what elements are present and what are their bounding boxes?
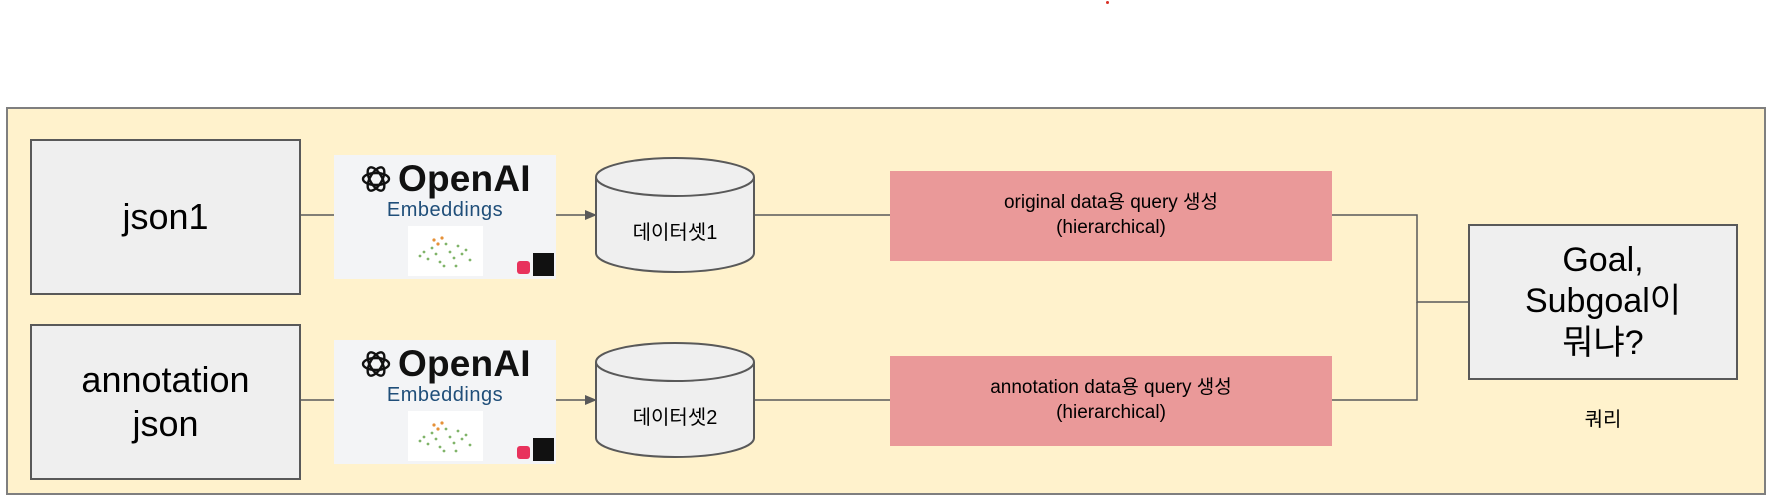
badge-icon (517, 446, 530, 459)
annotation-query-label: annotation data용 query 생성 (hierarchical) (990, 377, 1232, 423)
openai-brand: OpenAI (360, 158, 531, 199)
openai-brand: OpenAI (360, 343, 531, 384)
openai-logo-icon (361, 166, 391, 192)
openai-embeddings-card-2: OpenAI Embeddings (334, 340, 556, 464)
dataset2-cylinder (595, 342, 755, 458)
annotation-json-box: annotation json (30, 324, 301, 480)
openai-logo-icon (361, 351, 391, 377)
goal-question-label: Goal, Subgoal이 뭐냐? (1524, 240, 1682, 362)
red-dot-mark (1106, 1, 1109, 4)
dataset2-label: 데이터셋2 (632, 407, 718, 429)
original-query-box: original data용 query 생성 (hierarchical) (890, 171, 1332, 261)
scatter-thumbnail (408, 411, 483, 461)
openai-wordmark: OpenAI (398, 158, 531, 199)
connector-query2-goal (1332, 302, 1418, 401)
original-query-label: original data용 query 생성 (hierarchical) (1003, 192, 1219, 238)
json1-label: json1 (122, 196, 209, 238)
scatter-thumbnail (408, 226, 483, 276)
dataset1-cylinder (595, 157, 755, 273)
embeddings-subtitle: Embeddings (386, 199, 504, 221)
annotation-query-box: annotation data용 query 생성 (hierarchical) (890, 356, 1332, 446)
openai-wordmark: OpenAI (398, 343, 531, 384)
annotation-json-label: annotation json (81, 359, 250, 444)
logo-badge-icon (533, 438, 554, 461)
openai-embeddings-card-1: OpenAI Embeddings (334, 155, 556, 279)
json1-box: json1 (30, 139, 301, 295)
query-caption: 쿼리 (1584, 409, 1622, 431)
connector-query1-goal (1332, 214, 1468, 303)
goal-question-box: Goal, Subgoal이 뭐냐? (1468, 224, 1738, 380)
embeddings-subtitle: Embeddings (386, 384, 504, 406)
logo-badge-icon (533, 253, 554, 276)
dataset1-label: 데이터셋1 (632, 222, 718, 244)
badge-icon (517, 261, 530, 274)
